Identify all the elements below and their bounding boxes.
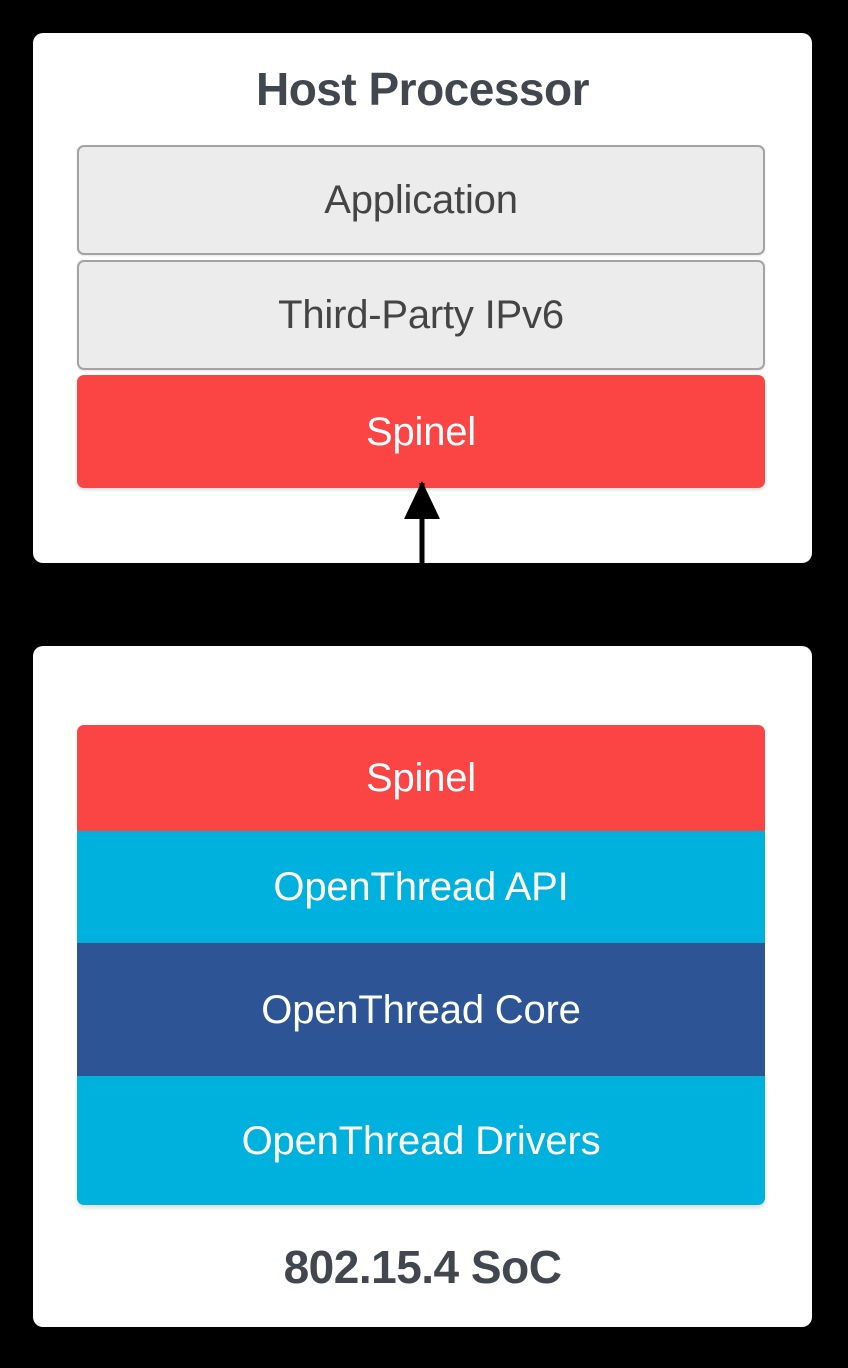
layer-openthread-drivers: OpenThread Drivers: [77, 1076, 765, 1205]
soc-layer-stack: Spinel OpenThread API OpenThread Core Op…: [77, 725, 765, 1205]
soc-card: Spinel OpenThread API OpenThread Core Op…: [33, 646, 812, 1327]
layer-host-spinel: Spinel: [77, 375, 765, 488]
layer-openthread-core: OpenThread Core: [77, 943, 765, 1076]
layer-application: Application: [77, 145, 765, 255]
host-processor-card: Host Processor Application Third-Party I…: [33, 33, 812, 563]
host-layer-stack: Application Third-Party IPv6 Spinel: [77, 145, 765, 488]
soc-title: 802.15.4 SoC: [283, 1241, 562, 1293]
host-processor-title: Host Processor: [255, 63, 590, 115]
layer-openthread-api: OpenThread API: [77, 831, 765, 943]
layer-third-party-ipv6: Third-Party IPv6: [77, 260, 765, 370]
layer-soc-spinel: Spinel: [77, 725, 765, 831]
